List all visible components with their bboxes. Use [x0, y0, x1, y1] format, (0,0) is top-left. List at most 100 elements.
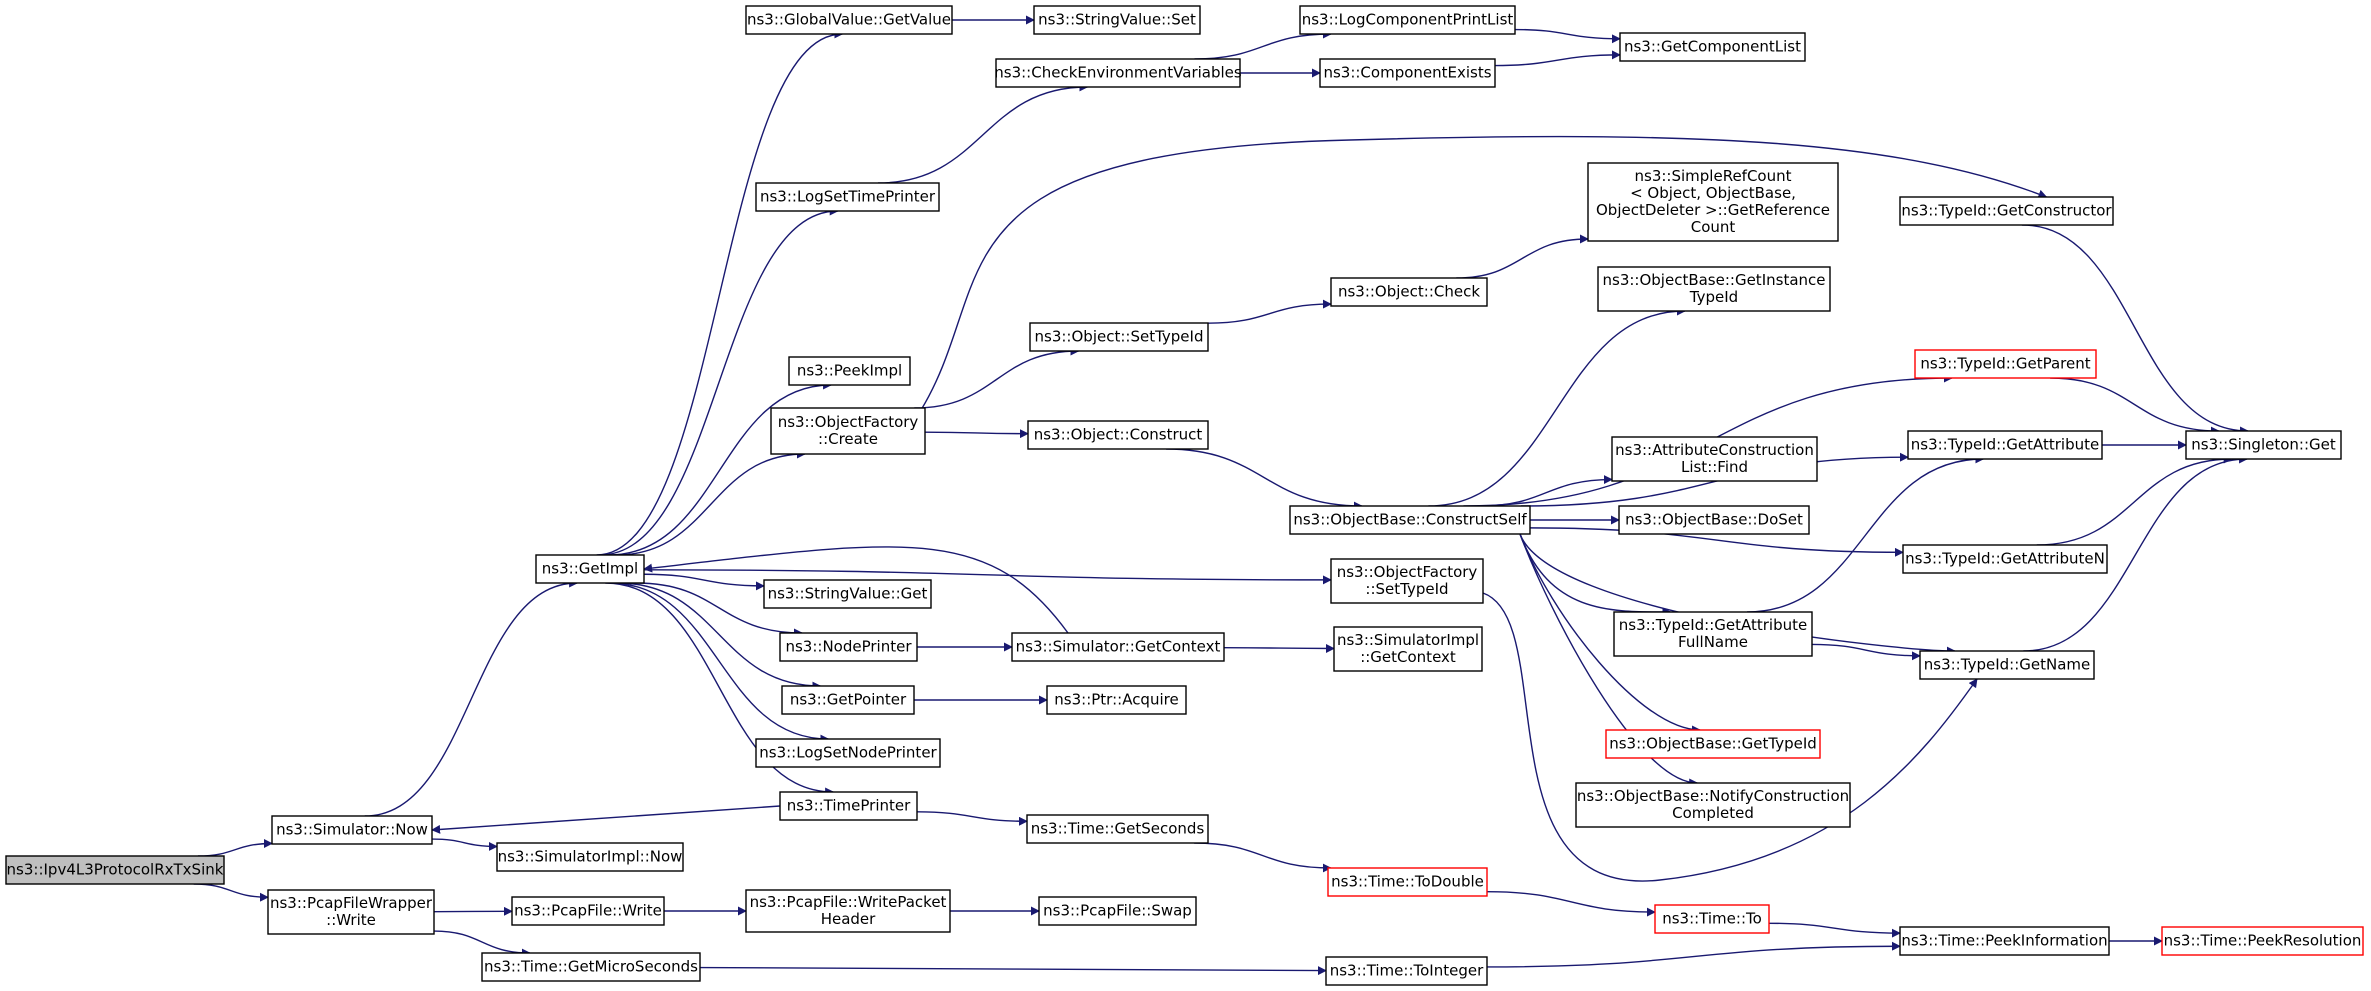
node-box — [1038, 896, 1197, 926]
node-label: ns3::GetPointer — [790, 691, 907, 709]
node-label: ns3::Ptr::Acquire — [1054, 691, 1178, 709]
node-getcomplist[interactable]: ns3::GetComponentList — [1619, 32, 1806, 62]
node-simimpl_now[interactable]: ns3::SimulatorImpl::Now — [496, 842, 684, 872]
edge-tid_getconstructor-to-singleton_get — [2021, 224, 2250, 436]
node-ob_doset[interactable]: ns3::ObjectBase::DoSet — [1618, 505, 1810, 535]
node-getimpl[interactable]: ns3::GetImpl — [535, 554, 645, 584]
edge-tid_getname-to-singleton_get — [2023, 454, 2249, 652]
node-logsettp[interactable]: ns3::LogSetTimePrinter — [755, 182, 940, 212]
node-logsetnp[interactable]: ns3::LogSetNodePrinter — [755, 738, 941, 768]
node-simimpl_getctx[interactable]: ns3::SimulatorImpl::GetContext — [1333, 626, 1483, 672]
node-label: ns3::AttributeConstruction — [1615, 441, 1814, 459]
node-pcap_wrap[interactable]: ns3::PcapFileWrapper::Write — [267, 889, 435, 935]
node-ptr_acquire[interactable]: ns3::Ptr::Acquire — [1046, 685, 1187, 715]
node-box — [1919, 650, 2095, 680]
node-label: ns3::SimpleRefCount — [1635, 167, 1792, 185]
edge-time_todouble-to-time_to — [1486, 890, 1656, 917]
node-label: ns3::PcapFile::Swap — [1043, 902, 1192, 920]
node-time_peekres[interactable]: ns3::Time::PeekResolution — [2161, 926, 2364, 956]
node-box — [745, 5, 953, 35]
edge-getimpl-to-nodeprinter — [636, 582, 804, 638]
node-time_toint[interactable]: ns3::Time::ToInteger — [1325, 956, 1488, 986]
node-ob_notify[interactable]: ns3::ObjectBase::NotifyConstructionCompl… — [1575, 782, 1851, 828]
edge-logcpl-to-getcomplist — [1514, 28, 1621, 44]
node-label: ns3::PcapFile::Write — [514, 902, 662, 920]
node-box — [1327, 867, 1488, 897]
edge-logsettp-to-checkenv — [878, 82, 1089, 184]
node-label: ns3::ObjectFactory — [1337, 563, 1478, 581]
node-box — [5, 855, 225, 885]
node-peekimpl[interactable]: ns3::PeekImpl — [788, 356, 911, 386]
node-gv_getvalue[interactable]: ns3::GlobalValue::GetValue — [745, 5, 953, 35]
node-pcap_swap[interactable]: ns3::PcapFile::Swap — [1038, 896, 1197, 926]
node-tid_getparent[interactable]: ns3::TypeId::GetParent — [1914, 349, 2097, 379]
node-obj_construct[interactable]: ns3::Object::Construct — [1027, 420, 1209, 450]
edge-pcap_wrap-to-time_micro — [433, 930, 531, 958]
node-label: ns3::ObjectBase::ConstructSelf — [1293, 511, 1527, 529]
node-nodeprinter[interactable]: ns3::NodePrinter — [779, 632, 918, 662]
edge-timeprinter-to-time_getsec — [916, 811, 1028, 826]
node-label: ns3::TypeId::GetAttributeN — [1905, 550, 2105, 568]
edge-obj_construct-to-ob_constructself — [1166, 448, 1363, 511]
node-label: ns3::TypeId::GetName — [1924, 656, 2090, 674]
node-timeprinter[interactable]: ns3::TimePrinter — [779, 791, 918, 821]
node-ob_gettypeid[interactable]: ns3::ObjectBase::GetTypeId — [1605, 729, 1821, 759]
node-label: ns3::ObjectBase::DoSet — [1625, 511, 1803, 529]
node-label: ns3::TypeId::GetAttribute — [1619, 616, 1807, 634]
node-compexists[interactable]: ns3::ComponentExists — [1319, 58, 1496, 88]
node-of_settypeid[interactable]: ns3::ObjectFactory::SetTypeId — [1330, 558, 1484, 604]
node-box — [745, 889, 951, 933]
node-box — [1299, 5, 1516, 35]
node-time_peekinfo[interactable]: ns3::Time::PeekInformation — [1899, 926, 2110, 956]
node-label: FullName — [1678, 633, 1748, 651]
node-root[interactable]: ns3::Ipv4L3ProtocolRxTxSink — [5, 855, 225, 885]
node-sim_now[interactable]: ns3::Simulator::Now — [271, 815, 433, 845]
node-label: ns3::Time::GetMicroSeconds — [484, 958, 698, 976]
node-time_getsec[interactable]: ns3::Time::GetSeconds — [1026, 814, 1209, 844]
edge-time_to-to-time_peekinfo — [1768, 922, 1901, 938]
node-box — [781, 685, 915, 715]
node-obj_check[interactable]: ns3::Object::Check — [1330, 277, 1488, 307]
node-tid_getname[interactable]: ns3::TypeId::GetName — [1919, 650, 2095, 680]
node-tid_getattribute[interactable]: ns3::TypeId::GetAttribute — [1907, 430, 2103, 460]
node-obj_settypeid[interactable]: ns3::Object::SetTypeId — [1029, 322, 1209, 352]
node-simplerefcount[interactable]: ns3::SimpleRefCount< Object, ObjectBase,… — [1587, 162, 1839, 242]
node-sv_set[interactable]: ns3::StringValue::Set — [1033, 5, 1201, 35]
node-label: ns3::Time::To — [1662, 910, 1762, 928]
node-time_todouble[interactable]: ns3::Time::ToDouble — [1327, 867, 1488, 897]
node-box — [770, 407, 926, 455]
node-tid_getattributen[interactable]: ns3::TypeId::GetAttributeN — [1902, 544, 2108, 574]
node-box — [1330, 558, 1484, 604]
node-box — [1914, 349, 2097, 379]
edge-getimpl-to-getpointer — [617, 582, 822, 691]
node-checkenv[interactable]: ns3::CheckEnvironmentVariables — [994, 58, 1242, 88]
node-getpointer[interactable]: ns3::GetPointer — [781, 685, 915, 715]
edge-tid_getparent-to-singleton_get — [2050, 377, 2220, 436]
node-singleton_get[interactable]: ns3::Singleton::Get — [2185, 430, 2342, 460]
node-box — [1026, 814, 1209, 844]
node-logcpl[interactable]: ns3::LogComponentPrintList — [1299, 5, 1516, 35]
node-label: ns3::Time::PeekInformation — [1901, 932, 2107, 950]
node-label: ns3::GetImpl — [542, 560, 638, 578]
node-label: ns3::PeekImpl — [797, 362, 902, 380]
node-time_to[interactable]: ns3::Time::To — [1654, 904, 1770, 934]
node-sim_getctx[interactable]: ns3::Simulator::GetContext — [1011, 632, 1225, 662]
node-label: ns3::Simulator::GetContext — [1016, 638, 1221, 656]
node-of_create[interactable]: ns3::ObjectFactory::Create — [770, 407, 926, 455]
node-tid_getconstructor[interactable]: ns3::TypeId::GetConstructor — [1899, 196, 2114, 226]
node-box — [1029, 322, 1209, 352]
node-label: ns3::GlobalValue::GetValue — [747, 11, 951, 29]
node-label: ns3::SimulatorImpl — [1337, 631, 1479, 649]
node-time_micro[interactable]: ns3::Time::GetMicroSeconds — [481, 952, 701, 982]
node-ob_constructself[interactable]: ns3::ObjectBase::ConstructSelf — [1289, 505, 1531, 535]
node-pcap_write[interactable]: ns3::PcapFile::Write — [511, 896, 665, 926]
node-box — [1575, 782, 1851, 828]
edge-time_getsec-to-time_todouble — [1194, 842, 1332, 873]
edge-ob_constructself-to-tid_getattrfull — [1519, 533, 1672, 617]
node-sv_get[interactable]: ns3::StringValue::Get — [763, 579, 932, 609]
